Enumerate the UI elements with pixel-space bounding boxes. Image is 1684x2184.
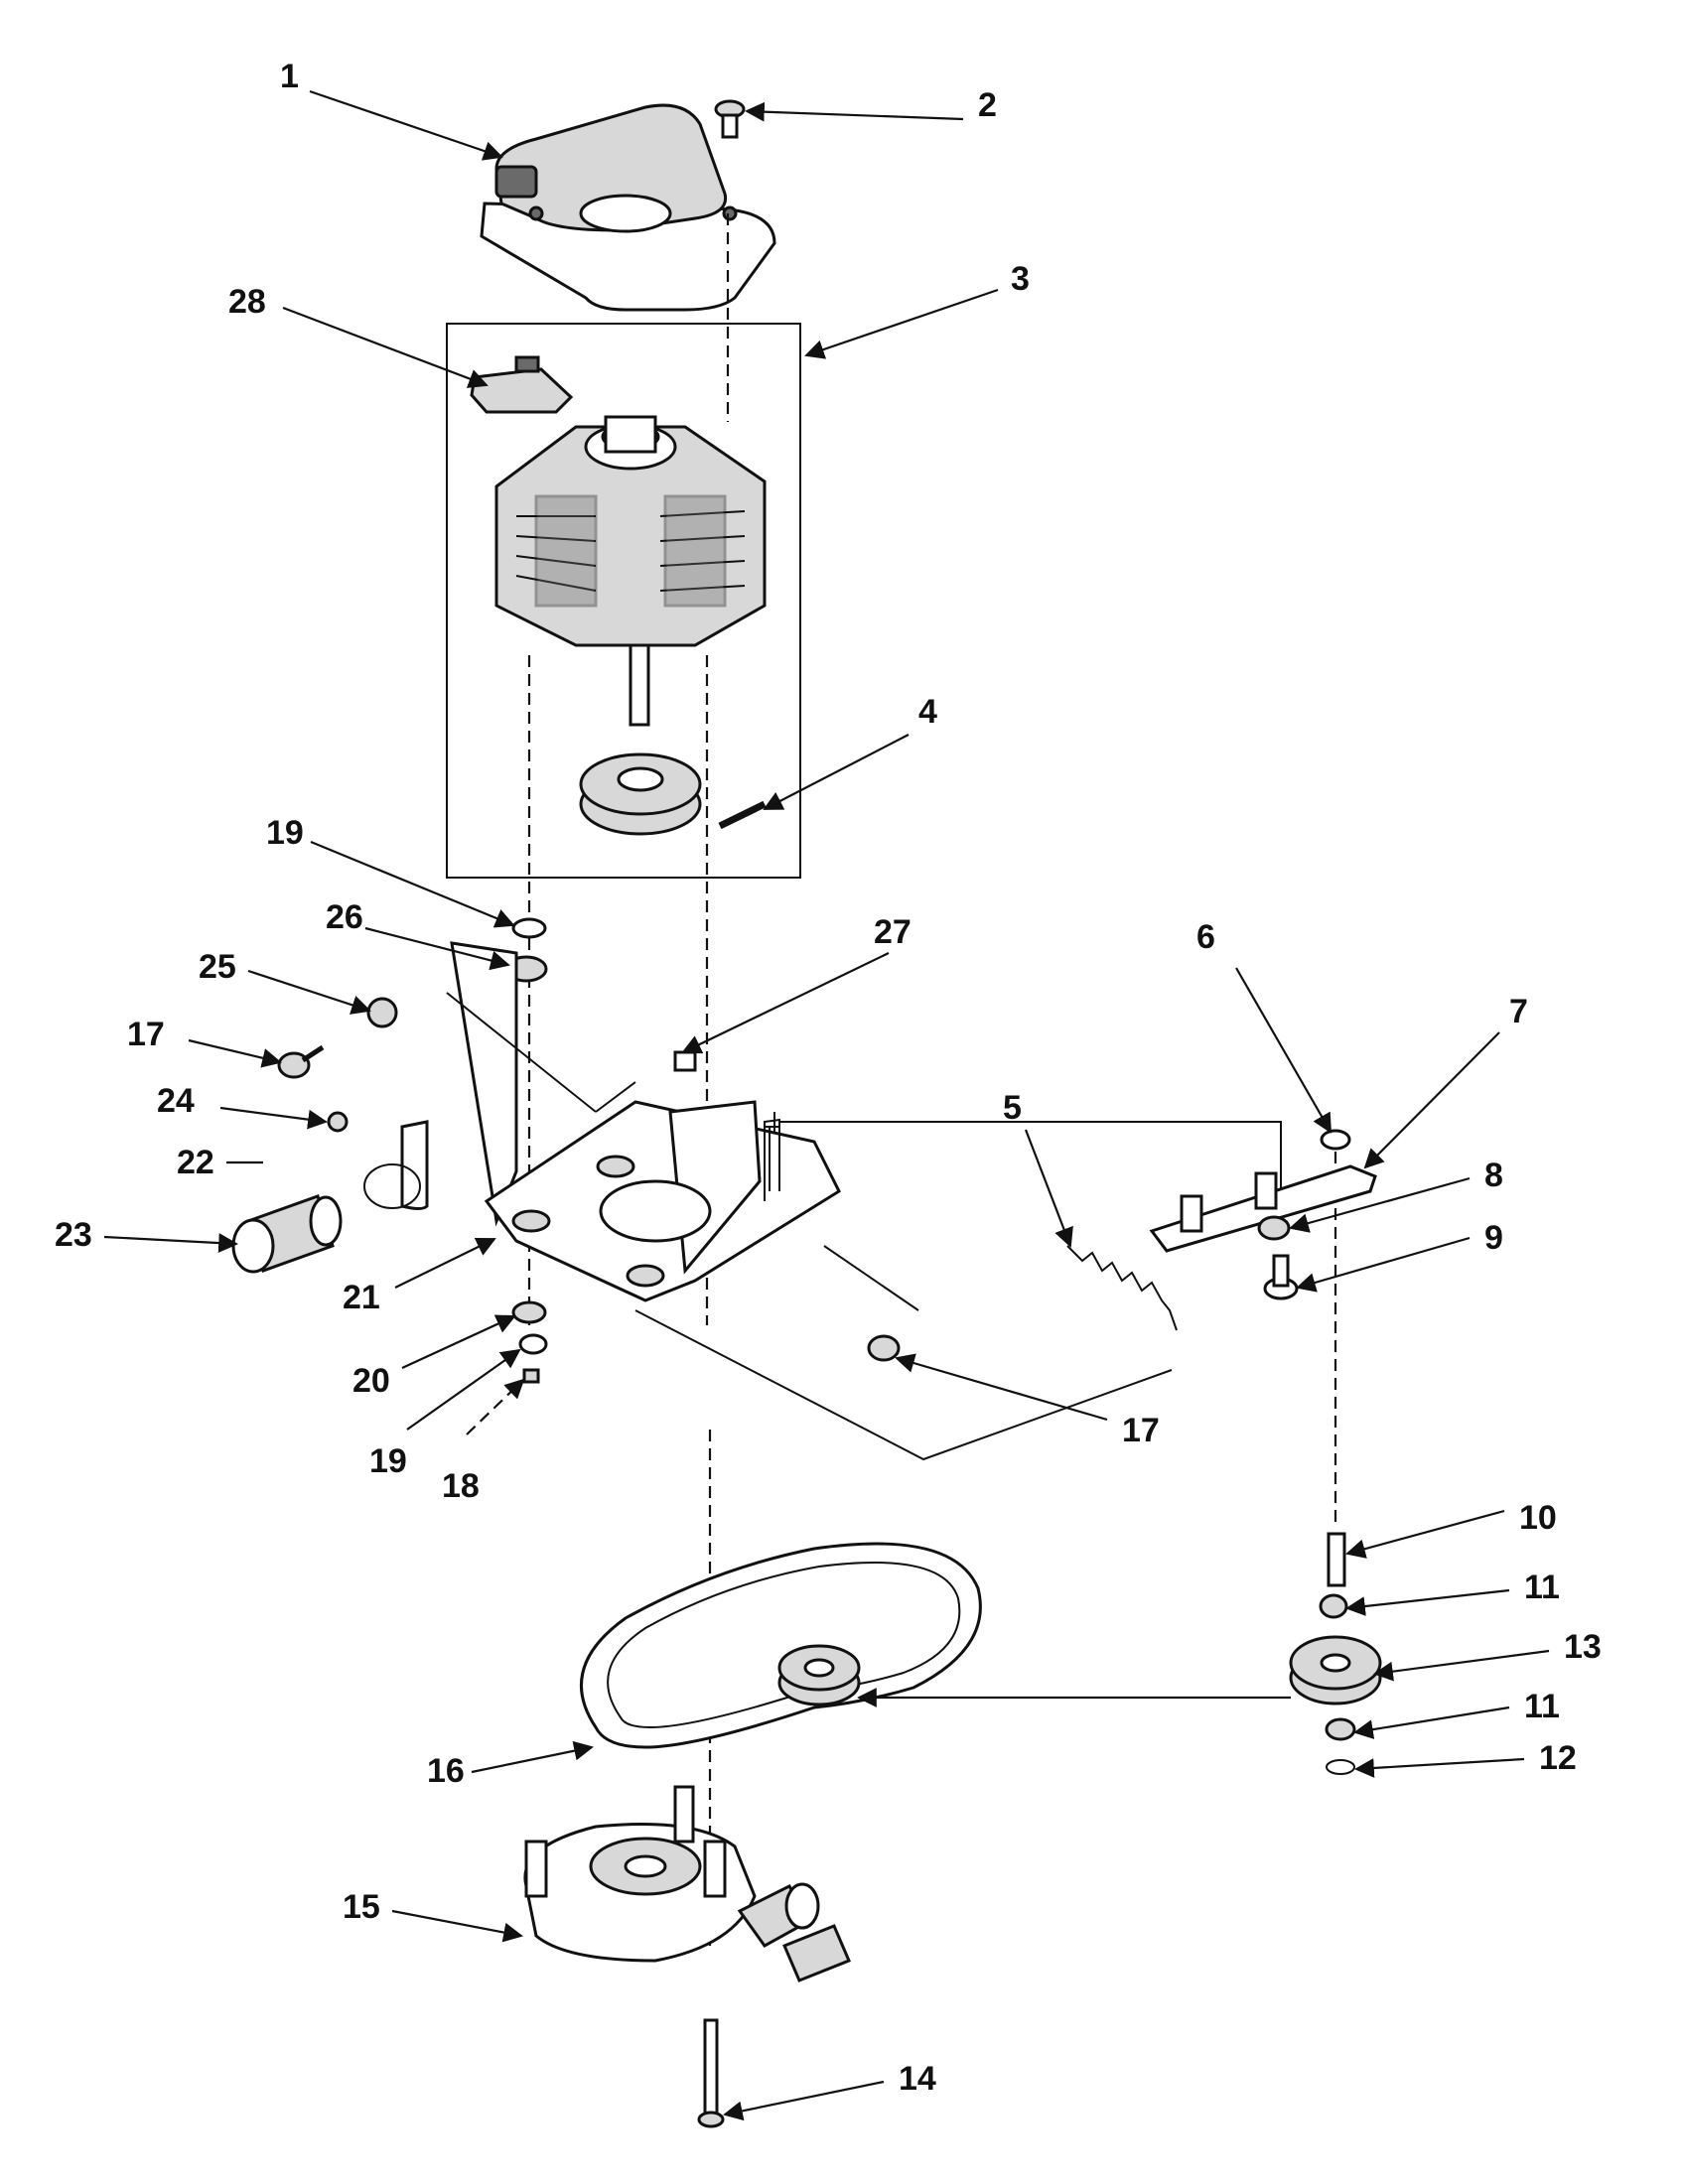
callout-8: 8	[1484, 1157, 1503, 1194]
callout-24: 24	[157, 1082, 195, 1120]
part-10-stud	[1327, 1532, 1346, 1587]
callout-7: 7	[1509, 993, 1528, 1030]
part-27-nut	[673, 1050, 697, 1072]
callout-23: 23	[55, 1216, 92, 1254]
callout-12: 12	[1539, 1739, 1577, 1777]
part-20-grommet	[511, 1300, 547, 1324]
leader-lines	[103, 89, 1550, 2121]
callout-9: 9	[1484, 1219, 1503, 1257]
part-25-nut	[366, 997, 398, 1028]
callout-26: 26	[326, 898, 363, 936]
callout-25: 25	[199, 948, 236, 986]
part-18-nut	[522, 1368, 540, 1384]
part-19-washer-bottom	[518, 1333, 548, 1355]
callout-17-right: 17	[1122, 1412, 1160, 1449]
callout-18: 18	[442, 1467, 480, 1505]
part-8-nut	[1257, 1215, 1291, 1241]
part-23-capacitor	[231, 1194, 343, 1274]
callout-19-top: 19	[266, 814, 304, 852]
part-13-idler-pulley	[1289, 1635, 1382, 1706]
bracket-outline-lines	[634, 1112, 1282, 1461]
part-12-ring	[1326, 1759, 1355, 1775]
callout-15: 15	[343, 1888, 380, 1926]
part-11-nut-bottom	[1325, 1717, 1356, 1741]
callout-4: 4	[918, 693, 937, 731]
part-15-pump	[523, 1785, 851, 1982]
transmission-pulley	[777, 1644, 861, 1706]
callout-13: 13	[1564, 1628, 1602, 1666]
callout-17-left: 17	[127, 1016, 165, 1053]
part-9-shoulder-bolt	[1263, 1254, 1299, 1300]
callout-19-bottom: 19	[369, 1442, 407, 1480]
part-28-switch	[470, 355, 574, 414]
callout-10: 10	[1519, 1499, 1557, 1537]
part-2-screw	[714, 99, 746, 139]
part-17-screw-right	[867, 1334, 901, 1362]
callout-2: 2	[978, 86, 997, 124]
callout-6: 6	[1196, 918, 1215, 956]
callout-labels: 1 2 3 28 4 19 26 27 25 17 6 7 5 24 8 22 …	[55, 58, 1602, 2098]
callout-28: 28	[228, 283, 266, 321]
callout-11-bottom: 11	[1524, 1688, 1560, 1725]
callout-1: 1	[280, 58, 299, 95]
part-3-motor-assembly-frame	[446, 323, 801, 879]
part-4-set-screw	[718, 800, 767, 830]
callout-11-top: 11	[1524, 1569, 1560, 1606]
part-17-screw-left	[277, 1044, 325, 1079]
callout-21: 21	[343, 1279, 380, 1316]
part-1-motor-cover	[480, 103, 776, 312]
callout-22: 22	[177, 1144, 214, 1181]
callout-16: 16	[427, 1752, 465, 1790]
part-22-strap	[363, 1120, 429, 1210]
part-14-bolt	[697, 2018, 725, 2128]
callout-20: 20	[352, 1362, 390, 1400]
part-11-nut-top	[1319, 1593, 1348, 1619]
callout-27: 27	[874, 913, 912, 951]
callout-5: 5	[1003, 1089, 1022, 1127]
part-5-spring	[1066, 1245, 1178, 1331]
callout-14: 14	[899, 2060, 936, 2098]
part-16-belt	[580, 1542, 982, 1749]
part-7-idler-arm	[1149, 1164, 1377, 1253]
motor-pulley	[579, 752, 702, 836]
part-19-washer-top	[511, 917, 547, 939]
part-21-motor-mount	[446, 941, 841, 1302]
part-6-washer	[1320, 1129, 1351, 1151]
part-24-screw	[327, 1111, 349, 1133]
callout-3: 3	[1011, 260, 1030, 298]
motor-body	[494, 415, 767, 727]
